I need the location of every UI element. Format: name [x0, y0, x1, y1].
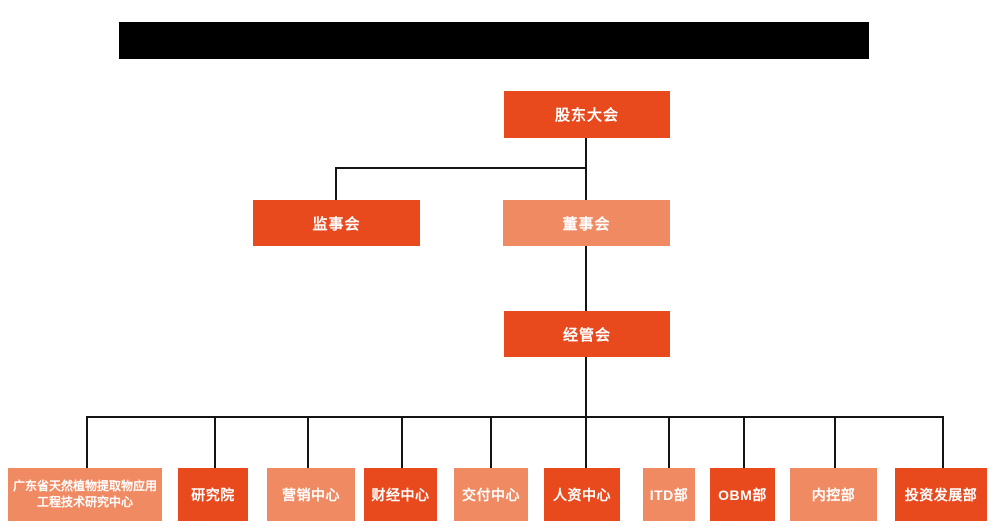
- dept-gd-plant-extract-research-center: 广东省天然植物提取物应用工程技术研究中心: [8, 468, 162, 521]
- dept-itd: ITD部: [643, 468, 695, 521]
- org-node-board-of-directors: 董事会: [503, 200, 670, 246]
- connector-dept-drop-3: [307, 418, 309, 468]
- dept-research-institute: 研究院: [178, 468, 248, 521]
- connector-dept-drop-8: [743, 418, 745, 468]
- dept-obm: OBM部: [710, 468, 775, 521]
- dept-marketing-center: 营销中心: [267, 468, 355, 521]
- connector-supervisory-drop: [335, 169, 337, 200]
- connector-dept-drop-2: [214, 418, 216, 468]
- connector-dept-drop-6: [585, 418, 587, 468]
- connector-root-down: [585, 138, 587, 168]
- connector-rail-horizontal: [86, 416, 944, 418]
- connector-board-drop: [585, 169, 587, 200]
- dept-finance-center: 财经中心: [364, 468, 437, 521]
- redacted-title-bar: [119, 22, 869, 59]
- connector-split-horizontal: [335, 167, 587, 169]
- dept-investment-development: 投资发展部: [895, 468, 987, 521]
- org-node-management-committee: 经管会: [504, 311, 670, 357]
- dept-delivery-center: 交付中心: [454, 468, 528, 521]
- connector-dept-drop-9: [834, 418, 836, 468]
- connector-dept-drop-10: [942, 418, 944, 468]
- connector-dept-drop-4: [401, 418, 403, 468]
- dept-hr-center: 人资中心: [544, 468, 620, 521]
- connector-dept-drop-7: [668, 418, 670, 468]
- org-node-shareholders-meeting: 股东大会: [504, 91, 670, 138]
- org-node-supervisory-board: 监事会: [253, 200, 420, 246]
- connector-dept-drop-5: [490, 418, 492, 468]
- dept-internal-control: 内控部: [790, 468, 877, 521]
- connector-dept-drop-1: [86, 418, 88, 468]
- connector-board-management: [585, 246, 587, 311]
- connector-management-rail: [585, 357, 587, 417]
